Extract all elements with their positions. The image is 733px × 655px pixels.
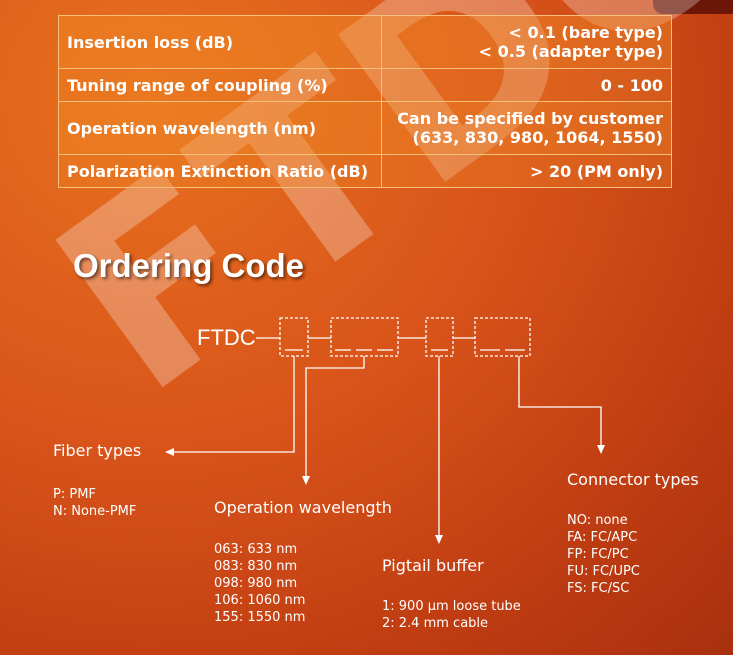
table-row: Insertion loss (dB) < 0.1 (bare type) < … (58, 15, 672, 69)
list-item: FA: FC/APC (567, 530, 638, 545)
spec-label: Polarization Extinction Ratio (dB) (58, 154, 382, 188)
list-item: FP: FC/PC (567, 547, 629, 562)
list-item: NO: none (567, 513, 628, 528)
spec-value-line: > 20 (PM only) (530, 161, 663, 181)
spec-value: > 20 (PM only) (381, 154, 672, 188)
fiber-types-connector (172, 356, 295, 453)
fiber-types-list: P: PMF N: None-PMF (53, 486, 136, 520)
spec-value-line: 0 - 100 (600, 75, 663, 95)
arrowhead (597, 445, 605, 454)
arrowhead (435, 535, 443, 544)
spec-value-line: < 0.5 (adapter type) (478, 42, 663, 61)
pigtail-buffer-title: Pigtail buffer (382, 556, 484, 575)
spec-value-line: Can be specified by customer (397, 109, 663, 128)
table-row: Operation wavelength (nm) Can be specifi… (58, 101, 672, 155)
connector-types-connector (518, 356, 602, 447)
spec-value: Can be specified by customer (633, 830, … (381, 101, 672, 155)
connector-types-title: Connector types (567, 470, 699, 489)
spec-label: Insertion loss (dB) (58, 15, 382, 69)
list-item: 155: 1550 nm (214, 610, 306, 625)
operation-wavelength-title: Operation wavelength (214, 498, 392, 517)
spec-value-line: < 0.1 (bare type) (508, 23, 663, 42)
list-item: 083: 830 nm (214, 559, 298, 574)
list-item: FS: FC/SC (567, 581, 630, 596)
list-item: 098: 980 nm (214, 576, 298, 591)
fiber-types-title: Fiber types (53, 441, 142, 460)
spec-value: 0 - 100 (381, 68, 672, 102)
list-item: FU: FC/UPC (567, 564, 640, 579)
list-item: 2: 2.4 mm cable (382, 616, 489, 631)
section-title: Ordering Code (73, 247, 305, 284)
code-prefix: FTDC (197, 325, 256, 350)
corner-tab (653, 0, 733, 14)
code-slot-connector (474, 317, 531, 357)
operation-wavelength-list: 063: 633 nm 083: 830 nm 098: 980 nm 106:… (214, 541, 305, 626)
wavelength-connector (305, 356, 365, 478)
connector-types-list: NO: none FA: FC/APC FP: FC/PC FU: FC/UPC… (567, 512, 640, 597)
list-item: 1: 900 μm loose tube (382, 599, 521, 614)
code-slot-wavelength (330, 317, 399, 357)
spec-label: Operation wavelength (nm) (58, 101, 382, 155)
code-slot-pigtail (425, 317, 454, 357)
list-item: 063: 633 nm (214, 542, 298, 557)
list-item: N: None-PMF (53, 504, 137, 519)
arrowhead (165, 448, 174, 456)
spec-value: < 0.1 (bare type) < 0.5 (adapter type) (381, 15, 672, 69)
list-item: 106: 1060 nm (214, 593, 306, 608)
table-row: Polarization Extinction Ratio (dB) > 20 … (58, 154, 672, 188)
spec-value-line: (633, 830, 980, 1064, 1550) (412, 128, 663, 147)
table-row: Tuning range of coupling (%) 0 - 100 (58, 68, 672, 102)
spec-table: Insertion loss (dB) < 0.1 (bare type) < … (58, 15, 672, 188)
pigtail-buffer-list: 1: 900 μm loose tube 2: 2.4 mm cable (382, 598, 521, 632)
spec-label: Tuning range of coupling (%) (58, 68, 382, 102)
list-item: P: PMF (53, 487, 96, 502)
arrowhead (302, 476, 310, 485)
